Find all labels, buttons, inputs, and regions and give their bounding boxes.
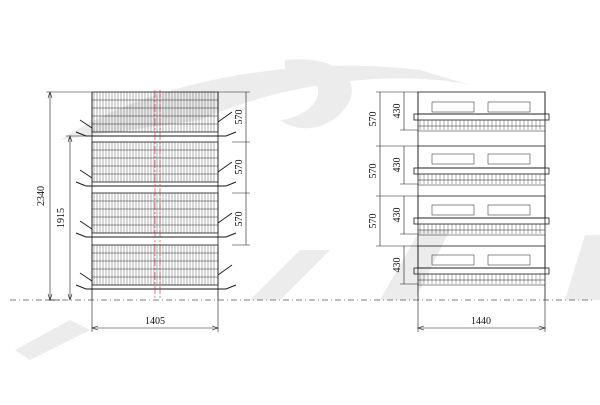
dim-side-tier-spacing: 570 <box>368 164 379 179</box>
front-trays <box>75 131 237 290</box>
dim-side-cage-height: 430 <box>392 158 403 173</box>
side-mesh <box>419 120 541 284</box>
front-mesh <box>93 92 215 285</box>
side-dimensions <box>376 91 546 332</box>
watermark-logo <box>15 59 600 360</box>
side-tier <box>413 145 550 186</box>
side-view <box>413 91 550 300</box>
dim-side-tier-spacing: 570 <box>368 214 379 229</box>
dim-working-height: 1915 <box>56 208 67 228</box>
front-dimensions <box>46 91 250 332</box>
dim-overall-height: 2340 <box>36 186 47 206</box>
dim-front-width: 1405 <box>145 316 165 327</box>
side-tier <box>413 195 550 236</box>
front-view <box>75 90 237 300</box>
dim-side-width: 1440 <box>471 316 491 327</box>
dim-front-tier-spacing: 570 <box>234 110 245 125</box>
front-feeder-arms <box>79 111 233 282</box>
dim-side-cage-height: 430 <box>392 104 403 119</box>
dim-side-cage-height: 430 <box>392 208 403 223</box>
dim-front-tier-spacing: 570 <box>234 212 245 227</box>
dim-front-tier-spacing: 570 <box>234 160 245 175</box>
dim-side-cage-height: 430 <box>392 258 403 273</box>
dim-side-tier-spacing: 570 <box>368 112 379 127</box>
side-tier <box>413 91 550 132</box>
